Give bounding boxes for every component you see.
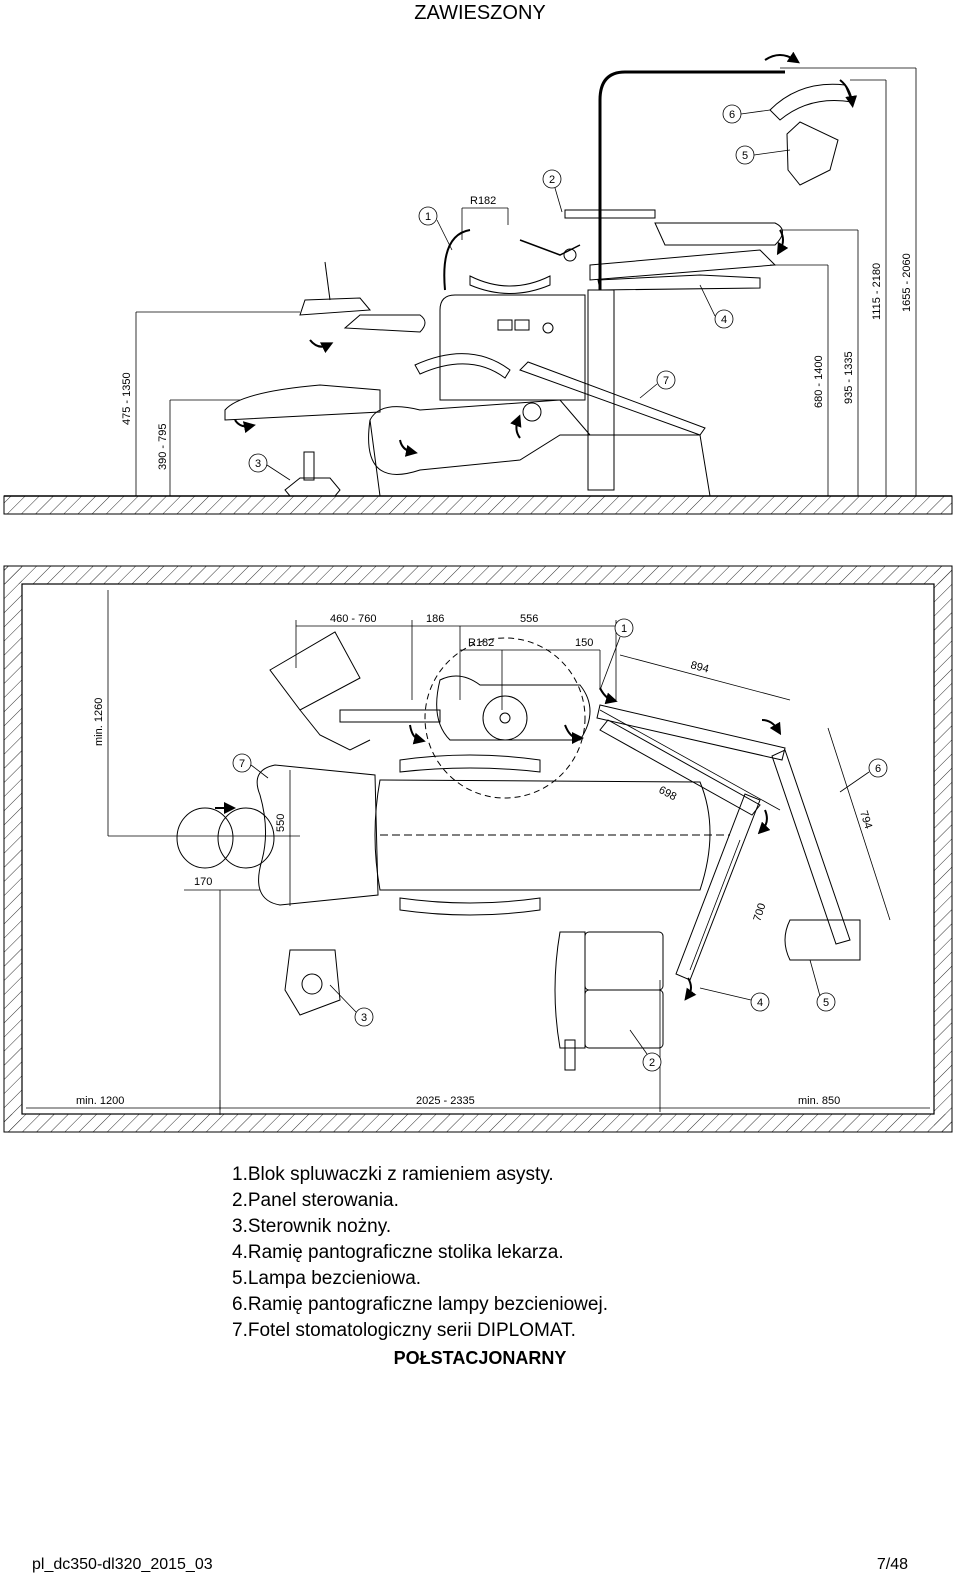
page-title: ZAWIESZONY <box>414 2 546 24</box>
side-callout-5: 5 <box>742 150 748 162</box>
side-callout-7: 7 <box>663 375 669 387</box>
dim-794: 794 <box>857 809 874 830</box>
side-callout-6: 6 <box>729 109 735 121</box>
legend-item-5: 5.Lampa bezcieniowa. <box>232 1268 422 1289</box>
dim-min-850: min. 850 <box>798 1095 840 1107</box>
side-view-diagram: 475 - 1350 390 - 795 680 - 1400 935 - 13… <box>3 51 953 515</box>
dim-550: 550 <box>275 814 287 832</box>
dim-r182: R182 <box>470 195 496 207</box>
dim-150: 150 <box>575 637 593 649</box>
dental-unit-side <box>224 70 853 497</box>
side-callout-labels: 1 2 3 4 5 6 7 <box>255 109 748 470</box>
footer-doc-id: pl_dc350-dl320_2015_03 <box>32 1556 213 1573</box>
dim-700: 700 <box>751 902 768 923</box>
top-callout-4: 4 <box>757 997 763 1009</box>
dim-935-1335: 935 - 1335 <box>843 351 855 404</box>
rotation-arrows <box>234 51 858 457</box>
side-callout-3: 3 <box>255 458 261 470</box>
side-callout-4: 4 <box>721 314 727 326</box>
dim-min-1200: min. 1200 <box>76 1095 124 1107</box>
dim-2025-2335: 2025 - 2335 <box>416 1095 475 1107</box>
dim-min-1260: min. 1260 <box>93 698 105 746</box>
legend-item-3: 3.Sterownik nożny. <box>232 1216 392 1237</box>
top-callouts <box>232 618 888 1072</box>
side-dimension-lines <box>135 67 917 496</box>
dim-894: 894 <box>689 659 710 675</box>
dim-1655-2060: 1655 - 2060 <box>901 253 913 312</box>
top-callout-7: 7 <box>239 758 245 770</box>
dental-unit-top <box>176 631 861 1071</box>
dim-680-1400: 680 - 1400 <box>813 355 825 408</box>
dim-390-795: 390 - 795 <box>157 424 169 470</box>
side-callout-2: 2 <box>549 174 555 186</box>
top-dimension-lines <box>26 590 930 1115</box>
legend-item-7: 7.Fotel stomatologiczny serii DIPLOMAT. <box>232 1320 576 1341</box>
legend-item-6: 6.Ramię pantograficzne lampy bezcieniowe… <box>232 1294 608 1315</box>
section-subtitle: POŁSTACJONARNY <box>393 1348 567 1368</box>
dim-r182-top: R182 <box>468 637 494 649</box>
top-callout-labels: 1 2 3 4 5 6 7 <box>239 623 881 1069</box>
dim-186: 186 <box>426 613 444 625</box>
dim-460-760: 460 - 760 <box>330 613 376 625</box>
top-callout-5: 5 <box>823 997 829 1009</box>
dim-1115-2180: 1115 - 2180 <box>871 263 883 320</box>
legend-item-2: 2.Panel sterowania. <box>232 1190 399 1211</box>
legend: 1.Blok spluwaczki z ramieniem asysty. 2.… <box>232 1162 608 1344</box>
room-walls <box>3 565 953 1133</box>
legend-item-1: 1.Blok spluwaczki z ramieniem asysty. <box>232 1164 554 1185</box>
top-callout-6: 6 <box>875 763 881 775</box>
side-callout-1: 1 <box>425 211 431 223</box>
top-callout-2: 2 <box>649 1057 655 1069</box>
top-callout-1: 1 <box>621 623 627 635</box>
floor <box>3 495 953 515</box>
footer-page-number: 7/48 <box>876 1556 908 1573</box>
top-rotation-arrows <box>215 687 782 1001</box>
dim-170: 170 <box>194 876 212 888</box>
side-callouts <box>248 104 791 481</box>
legend-item-4: 4.Ramię pantograficzne stolika lekarza. <box>232 1242 564 1263</box>
dim-556: 556 <box>520 613 538 625</box>
dim-475-1350: 475 - 1350 <box>121 372 133 425</box>
top-view-diagram: 460 - 760 186 556 R182 150 894 698 794 7… <box>3 565 953 1133</box>
top-callout-3: 3 <box>361 1012 367 1024</box>
